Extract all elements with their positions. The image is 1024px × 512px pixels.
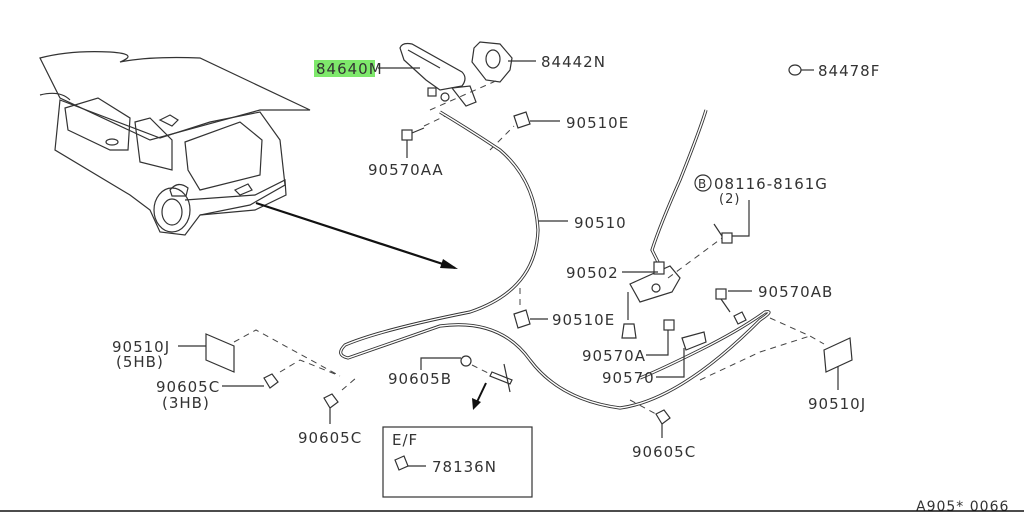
part-label-90605C-left[interactable]: 90605C: [156, 378, 220, 396]
part-90570AB-drawing: [715, 288, 752, 325]
part-label-90605B[interactable]: 90605B: [388, 370, 452, 388]
part-label-08116-qty: (2): [719, 192, 740, 207]
badge-B-icon: [694, 174, 712, 192]
part-label-84640M-full[interactable]: 84640M: [316, 60, 383, 78]
pointer-arrow-head-icon: [440, 259, 458, 269]
diagram-code: A905* 0066: [916, 499, 1009, 512]
part-90605B-drawing: [420, 355, 513, 393]
part-84640M-drawing: [378, 42, 477, 107]
vehicle-illustration: [39, 51, 458, 270]
part-label-84640M[interactable]: 84640M: [316, 60, 383, 78]
part-90510E-top-drawing: [489, 111, 560, 151]
part-label-90570AB[interactable]: 90570AB: [758, 283, 833, 301]
cable-90510-drawing: [339, 110, 771, 410]
part-08116-drawing: [713, 200, 750, 244]
part-84442N-drawing: [429, 41, 536, 111]
part-label-90510E-mid[interactable]: 90510E: [552, 311, 615, 329]
part-90570AA-drawing: [401, 115, 446, 158]
part-90510J-right-drawing: [699, 317, 853, 390]
part-label-90510J-left-note: (5HB): [116, 353, 164, 371]
part-label-84478F[interactable]: 84478F: [818, 62, 880, 80]
part-90605C-right-drawing: [629, 399, 671, 438]
part-label-90570A[interactable]: 90570A: [582, 347, 646, 365]
part-90502-drawing: [622, 109, 723, 303]
part-label-90502[interactable]: 90502: [566, 264, 619, 282]
part-label-90510[interactable]: 90510: [574, 214, 627, 232]
badge-B-letter: B: [698, 177, 706, 191]
part-90605C-left-drawing: [222, 373, 279, 389]
part-label-90570[interactable]: 90570: [602, 369, 655, 387]
part-84478F-drawing: [788, 64, 802, 76]
part-90605C-bottom-drawing: [323, 377, 357, 424]
part-label-08116-8161G[interactable]: 08116-8161G: [714, 175, 828, 193]
part-90570A-90570-drawing: [646, 319, 707, 378]
inset-box: [382, 426, 533, 498]
part-label-90605C-right[interactable]: 90605C: [632, 443, 696, 461]
part-label-84442N[interactable]: 84442N: [541, 53, 606, 71]
part-label-90605C-bottom[interactable]: 90605C: [298, 429, 362, 447]
part-90510E-mid-drawing: [513, 288, 637, 339]
pointer-arrow-line: [255, 201, 456, 270]
part-90510J-left-drawing: [178, 329, 341, 377]
part-label-90510E-top[interactable]: 90510E: [566, 114, 629, 132]
inset-arrow-line: [475, 382, 487, 405]
highlight-box: [314, 60, 375, 77]
part-label-90510J-left[interactable]: 90510J: [112, 338, 170, 356]
part-label-78136N[interactable]: 78136N: [432, 458, 497, 476]
inset-title: E/F: [392, 431, 418, 449]
part-label-90570AA[interactable]: 90570AA: [368, 161, 444, 179]
part-label-90605C-left-note: (3HB): [162, 394, 210, 412]
part-label-90510J-right[interactable]: 90510J: [808, 395, 866, 413]
inset-arrow-head-icon: [472, 398, 481, 410]
